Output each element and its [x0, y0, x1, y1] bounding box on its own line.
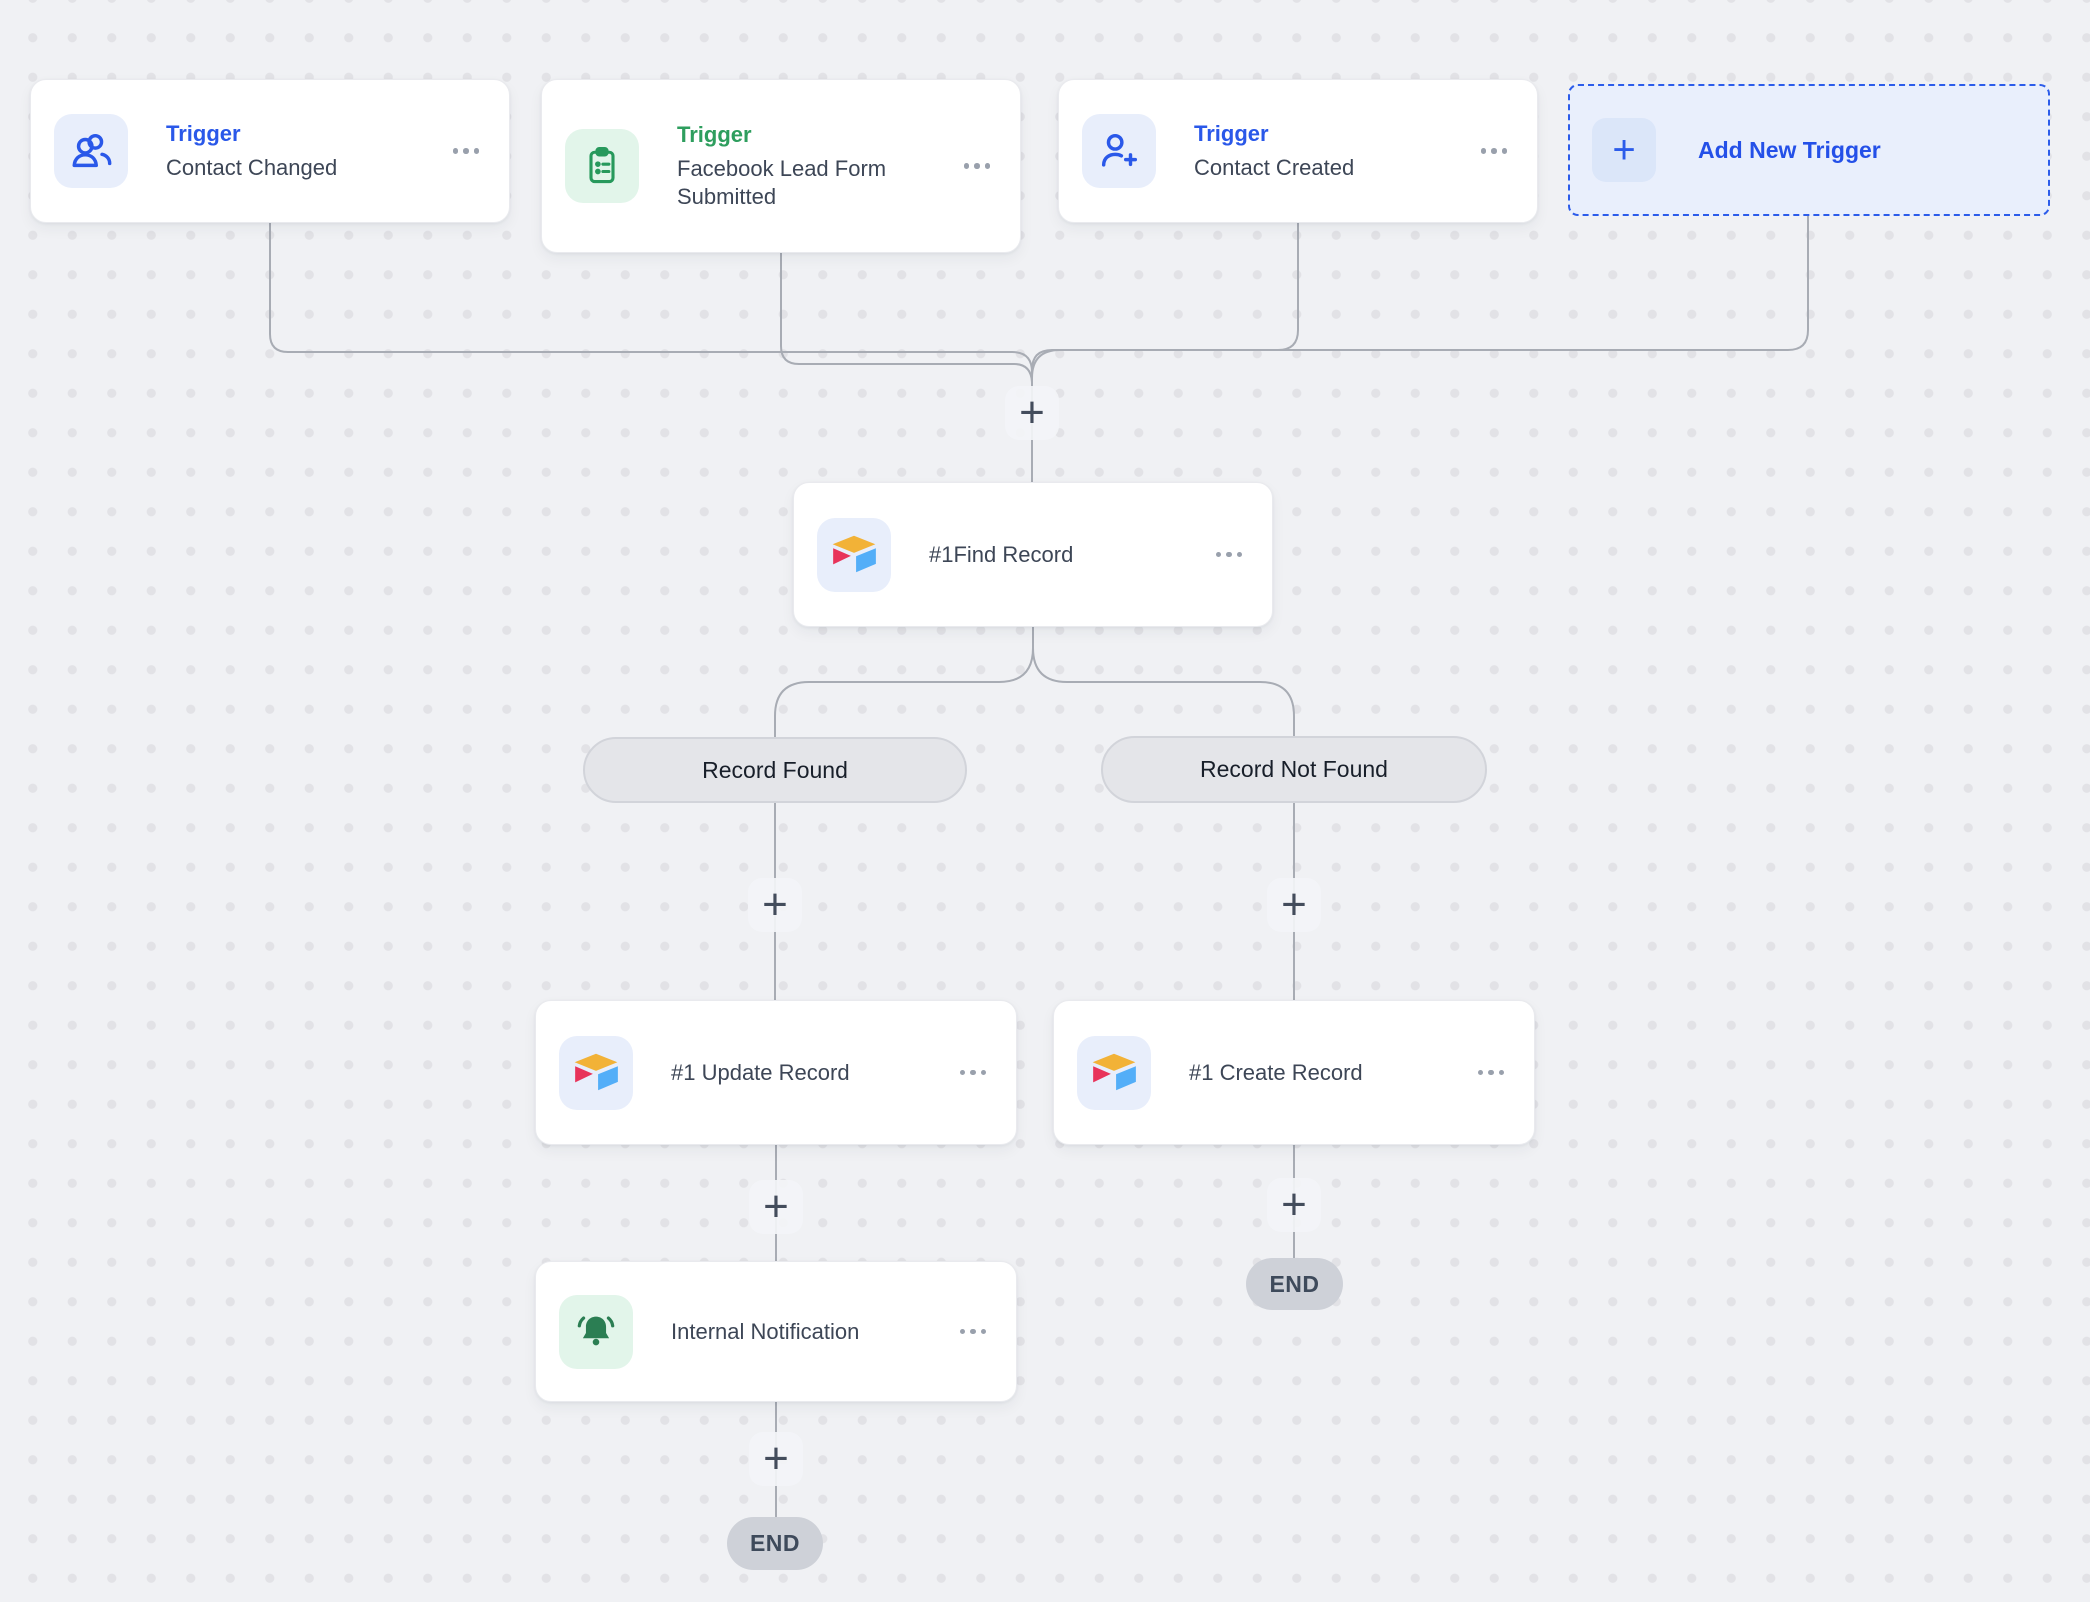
ellipsis-menu-icon[interactable]: [959, 1328, 986, 1335]
action-card-update-record[interactable]: #1 Update Record: [535, 1000, 1017, 1145]
end-node: END: [1246, 1258, 1343, 1310]
trigger-type-label: Trigger: [166, 120, 241, 146]
branch-label-record-found: Record Found: [583, 737, 967, 803]
ellipsis-menu-icon[interactable]: [1477, 1069, 1504, 1076]
add-step-button[interactable]: +: [1005, 386, 1059, 440]
bell-icon: [559, 1294, 633, 1369]
action-title: Internal Notification: [671, 1318, 860, 1344]
ellipsis-menu-icon[interactable]: [1215, 551, 1242, 558]
action-title: #1 Create Record: [1189, 1059, 1363, 1085]
plus-icon: +: [1592, 118, 1656, 182]
contacts-icon: [54, 114, 128, 188]
add-step-button[interactable]: +: [749, 1180, 803, 1234]
add-step-button[interactable]: +: [1267, 1178, 1321, 1232]
add-new-trigger-label: Add New Trigger: [1698, 136, 1881, 163]
trigger-title: Contact Created: [1194, 154, 1355, 180]
action-card-find-record[interactable]: #1Find Record: [793, 482, 1273, 627]
trigger-title: Facebook Lead Form Submitted: [677, 156, 887, 209]
trigger-card-contact-created[interactable]: Trigger Contact Created: [1058, 79, 1538, 223]
add-new-trigger-button[interactable]: + Add New Trigger: [1568, 84, 2050, 216]
end-node: END: [727, 1517, 823, 1570]
trigger-card-contact-changed[interactable]: Trigger Contact Changed: [30, 79, 510, 223]
trigger-type-label: Trigger: [677, 121, 752, 147]
add-step-button[interactable]: +: [748, 878, 802, 932]
action-title: #1 Update Record: [671, 1059, 850, 1085]
ellipsis-menu-icon[interactable]: [1480, 148, 1507, 154]
branch-label-record-not-found: Record Not Found: [1101, 736, 1487, 803]
airtable-icon: [1077, 1035, 1151, 1110]
ellipsis-menu-icon[interactable]: [963, 163, 990, 169]
add-step-button[interactable]: +: [1267, 878, 1321, 932]
clipboard-list-icon: [565, 129, 639, 203]
action-card-internal-notification[interactable]: Internal Notification: [535, 1261, 1017, 1402]
trigger-title: Contact Changed: [166, 154, 338, 180]
ellipsis-menu-icon[interactable]: [959, 1069, 986, 1076]
add-step-button[interactable]: +: [749, 1432, 803, 1486]
airtable-icon: [817, 517, 891, 592]
ellipsis-menu-icon[interactable]: [452, 148, 479, 154]
trigger-card-facebook-lead-form[interactable]: Trigger Facebook Lead Form Submitted: [541, 79, 1021, 253]
trigger-type-label: Trigger: [1194, 120, 1269, 146]
person-add-icon: [1082, 114, 1156, 188]
action-title: #1Find Record: [929, 541, 1074, 567]
action-card-create-record[interactable]: #1 Create Record: [1053, 1000, 1535, 1145]
airtable-icon: [559, 1035, 633, 1110]
